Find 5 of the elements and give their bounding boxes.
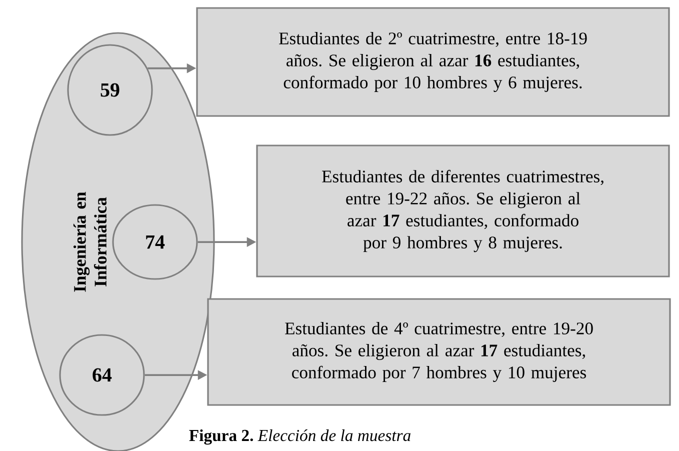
description-box: Estudiantes de diferentes cuatrimestres, entre 19-22 años. Se eligieron al azar 17 estudiantes, conformado por 9 hombres y 8 mujeres. xyxy=(256,144,670,278)
group-label: Ingeniería en Informática xyxy=(73,192,107,292)
figure-caption: Figura 2. Elección de la muestra xyxy=(189,429,410,445)
description-box: Estudiantes de 2º cuatrimestre, entre 18-19 años. Se eligieron al azar 16 estudiantes, conformado por 10 hombres y 6 mujeres. xyxy=(196,7,670,117)
description-box: Estudiantes de 4º cuatrimestre, entre 19-20 años. Se eligieron al azar 17 estudiantes, conformado por 7 hombres y 10 mujeres xyxy=(207,298,671,406)
